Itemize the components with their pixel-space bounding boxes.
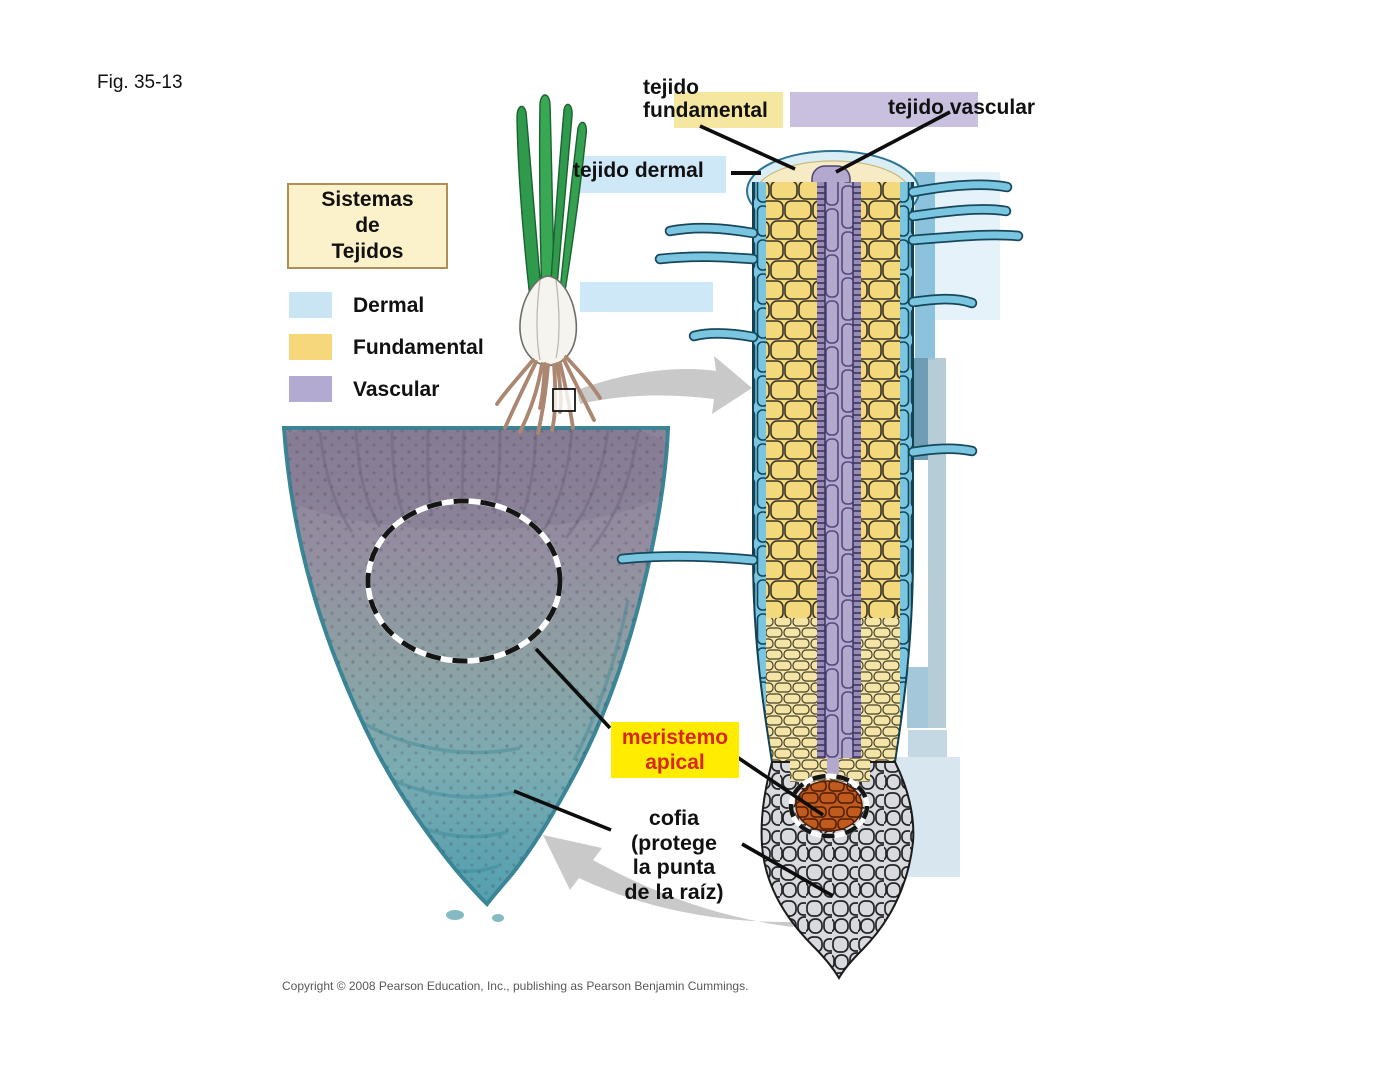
legend-label-vascular: Vascular: [353, 378, 440, 401]
roottip-to-micrograph-arrow: [543, 835, 793, 927]
zoom-arrows: [543, 356, 793, 927]
dermal-highlight-band: [578, 156, 726, 193]
blank-highlight-band: [580, 282, 713, 312]
meristem-dashed-circle: [365, 498, 563, 664]
pericycle-right: [853, 182, 861, 762]
micrograph: [281, 426, 671, 922]
micrograph-to-cofia-line: [513, 789, 612, 832]
copyright-text: Copyright © 2008 Pearson Education, Inc.…: [282, 979, 749, 993]
root-tissue-strips: [753, 182, 913, 762]
epidermis-right: [900, 182, 913, 762]
legend-label-dermal: Dermal: [353, 294, 425, 317]
callout-fundamental-tissue: tejido fundamental: [643, 76, 768, 122]
figure-number: Fig. 35-13: [97, 72, 183, 93]
vascular-column: [825, 182, 853, 762]
legend-title-box: Sistemas de Tejidos: [287, 183, 448, 269]
meristem-label-to-root-line: [735, 755, 825, 817]
callout-dermal-tissue: tejido dermal: [573, 159, 704, 182]
fundamental-line: [699, 124, 796, 171]
cofia-to-rootcap-line: [741, 842, 834, 898]
legend-swatch-vascular: [289, 376, 332, 402]
legend-swatch-dermal: [289, 292, 332, 318]
pericycle-left: [817, 182, 825, 762]
vascular-line: [835, 110, 951, 174]
legend-label-fundamental: Fundamental: [353, 336, 484, 359]
onion-to-root-arrow: [577, 356, 752, 414]
fundamental-highlight-band: [674, 92, 783, 128]
zoom-region-square: [552, 388, 576, 412]
label-highlight-bands: [578, 92, 978, 312]
onion-illustration: [495, 94, 602, 435]
vascular-highlight-band: [790, 92, 978, 127]
callout-apical-meristem: meristemo apical: [611, 722, 739, 778]
onion-bulb: [519, 275, 578, 367]
apical-meristem: [788, 773, 870, 839]
legend-title: Sistemas de Tejidos: [321, 188, 414, 263]
legend-swatch-fundamental: [289, 334, 332, 360]
callout-lines: [513, 110, 951, 898]
callout-root-cap: cofia (protege la punta de la raíz): [624, 806, 724, 904]
circle-to-meristem-label-line: [534, 647, 612, 730]
root-hairs: [616, 179, 1024, 566]
callout-vascular-tissue: tejido vascular: [888, 96, 1036, 119]
root-diagram: [616, 150, 1024, 980]
epidermis-left: [753, 182, 766, 762]
onion-leaves: [516, 94, 588, 333]
